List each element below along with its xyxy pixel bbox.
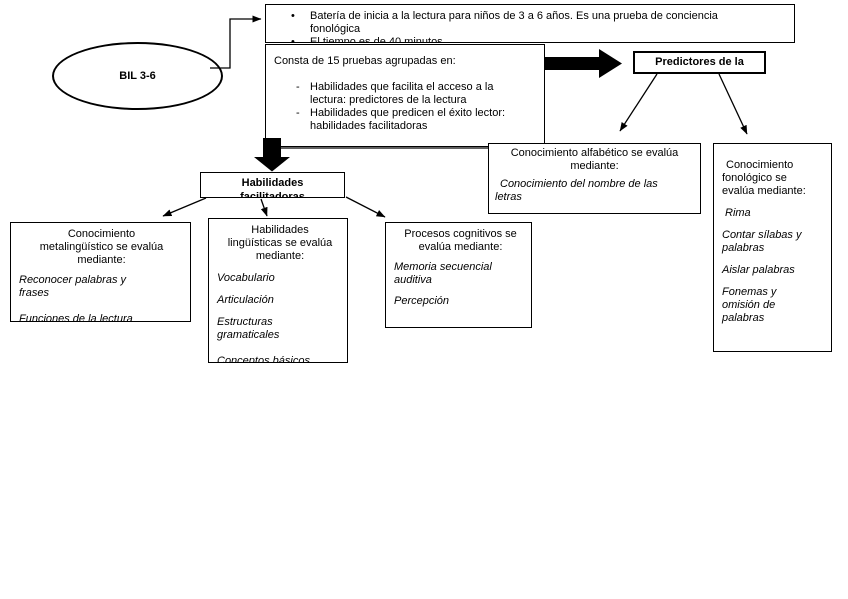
- ling-heading: Habilidades lingüísticas se evalúa media…: [227, 224, 333, 262]
- habilidades-title: Habilidades: [241, 177, 304, 189]
- fonologico-heading: Conocimiento fonológico se evalúa median…: [722, 159, 806, 197]
- ling-item: Estructuras gramaticales: [217, 316, 280, 341]
- procesos-heading: Procesos cognitivos se evalúa mediante:: [404, 228, 517, 253]
- consta-item-2: - Habilidades que predicen el éxito lect…: [274, 107, 540, 133]
- meta-item-clipped: Funciones de la lectura: [19, 313, 133, 322]
- node-bil-ellipse: BIL 3-6: [52, 42, 223, 110]
- node-top-description: • Batería de inicia a la lectura para ni…: [265, 4, 795, 43]
- arrow-habilidades-to-metalinguistico: [162, 197, 207, 217]
- top-bullet-item-1: • Batería de inicia a la lectura para ni…: [291, 10, 790, 36]
- bullet-icon: •: [291, 10, 295, 22]
- thick-arrow-consta-to-predictores: [545, 49, 622, 78]
- fonologico-item: Fonemas y omisión de palabras: [722, 286, 777, 324]
- consta-list: - Habilidades que facilita el acceso a l…: [274, 81, 540, 133]
- top-item-2-text: El tiempo es de 40 minutos: [310, 36, 443, 43]
- consta-intro: Consta de 15 pruebas agrupadas en:: [274, 55, 456, 67]
- ling-item-clipped: Conceptos básicos: [217, 355, 310, 363]
- arrow-habilidades-to-procesos: [345, 196, 386, 218]
- node-predictores: Predictores de la: [633, 51, 766, 74]
- node-habilidades-facilitadoras: Habilidades facilitadoras: [200, 172, 345, 198]
- fonologico-item: Rima: [725, 207, 751, 219]
- meta-heading: Conocimiento metalingüístico se evalúa m…: [39, 228, 164, 266]
- predictores-label: Predictores de la: [655, 56, 744, 68]
- procesos-item: Memoria secuencial auditiva: [394, 261, 492, 286]
- node-procesos-cognitivos: Procesos cognitivos se evalúa mediante: …: [385, 222, 532, 328]
- node-habilidades-linguisticas: Habilidades lingüísticas se evalúa media…: [208, 218, 348, 363]
- arrow-predictores-to-alfabetico: [619, 73, 658, 132]
- ling-item: Vocabulario: [217, 272, 275, 284]
- consta-item-1-text: Habilidades que facilita el acceso a la …: [310, 81, 494, 106]
- node-conocimiento-alfabetico: Conocimiento alfabético se evalúa median…: [488, 143, 701, 214]
- fonologico-item: Aislar palabras: [722, 264, 795, 276]
- node-conocimiento-fonologico: Conocimiento fonológico se evalúa median…: [713, 143, 832, 352]
- procesos-item: Percepción: [394, 295, 450, 307]
- dash-icon: -: [296, 107, 300, 119]
- alfabetico-heading: Conocimiento alfabético se evalúa median…: [510, 147, 679, 172]
- node-consta: Consta de 15 pruebas agrupadas en: - Hab…: [265, 44, 545, 147]
- node-conocimiento-metalinguistico: Conocimiento metalingüístico se evalúa m…: [10, 222, 191, 322]
- bil-label: BIL 3-6: [119, 70, 156, 82]
- ling-item: Articulación: [217, 294, 274, 306]
- top-bullet-item-2-clipped: • El tiempo es de 40 minutos: [291, 36, 790, 43]
- arrow-habilidades-to-linguisticas: [260, 198, 268, 217]
- alfabetico-item: Conocimiento del nombre de las letras: [495, 178, 658, 203]
- top-item-1-text: Batería de inicia a la lectura para niño…: [310, 10, 718, 35]
- bullet-icon: •: [291, 36, 295, 43]
- arrow-ellipse-to-top-box: [210, 15, 262, 69]
- dash-icon: -: [296, 81, 300, 93]
- consta-item-2-text: Habilidades que predicen el éxito lector…: [310, 107, 506, 132]
- consta-item-1: - Habilidades que facilita el acceso a l…: [274, 81, 540, 107]
- meta-item: Reconocer palabras y frases: [19, 274, 127, 299]
- habilidades-subtitle-clipped: facilitadoras: [240, 191, 305, 198]
- fonologico-item: Contar sílabas y palabras: [722, 229, 802, 254]
- arrow-predictores-to-fonologico: [718, 73, 748, 135]
